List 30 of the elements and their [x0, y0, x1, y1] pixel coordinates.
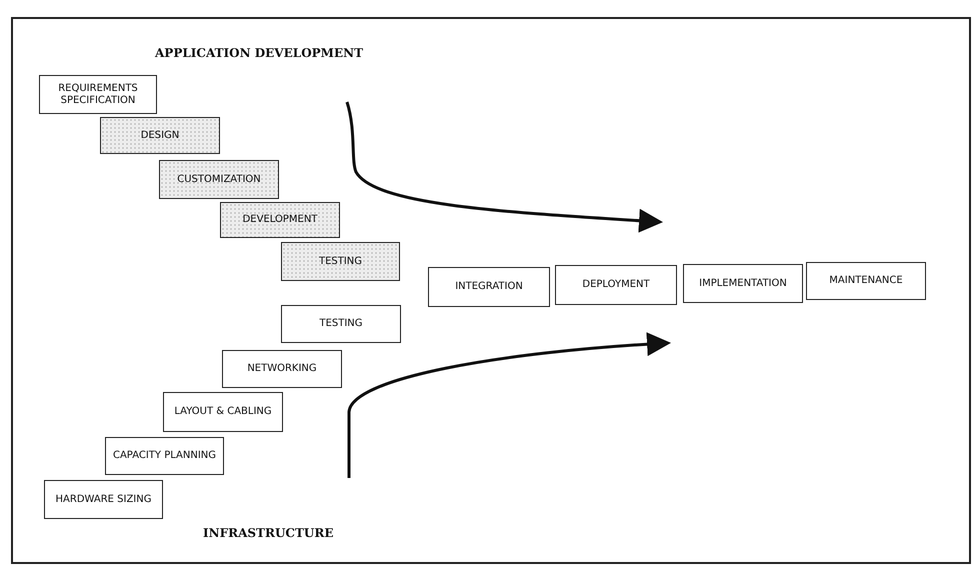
process-box: [39, 75, 157, 114]
process-box: [428, 267, 550, 307]
step-label: DEPLOYMENT: [582, 279, 650, 291]
step-label: MAINTENANCE: [829, 275, 903, 287]
process-box: [222, 350, 342, 388]
step-label: CAPACITY PLANNING: [112, 450, 216, 462]
step-label: DEVELOPMENT: [242, 214, 318, 226]
step-label: NETWORKING: [247, 363, 317, 375]
process-box: [281, 242, 400, 281]
process-box: [159, 160, 279, 199]
process-box: [281, 305, 401, 343]
section-heading: APPLICATION DEVELOPMENT: [155, 46, 364, 60]
process-box: [44, 480, 163, 519]
process-box: [806, 262, 926, 300]
section-heading: INFRASTRUCTURE: [203, 526, 334, 540]
step-label: HARDWARE SIZING: [56, 494, 152, 506]
step-label: CUSTOMIZATION: [177, 174, 261, 186]
step-label: LAYOUT & CABLING: [174, 406, 272, 418]
step-label: INTEGRATION: [455, 281, 523, 293]
step-label: DESIGN: [140, 130, 180, 142]
process-box: [555, 265, 677, 305]
process-box: [683, 264, 803, 303]
step-label: TESTING: [319, 318, 363, 330]
process-box: [163, 392, 283, 432]
step-label: REQUIREMENTS SPECIFICATION: [57, 83, 139, 106]
step-label: TESTING: [318, 256, 362, 268]
process-box: [105, 437, 224, 475]
process-box: [100, 117, 220, 154]
process-box: [220, 202, 340, 238]
step-label: IMPLEMENTATION: [699, 278, 787, 290]
